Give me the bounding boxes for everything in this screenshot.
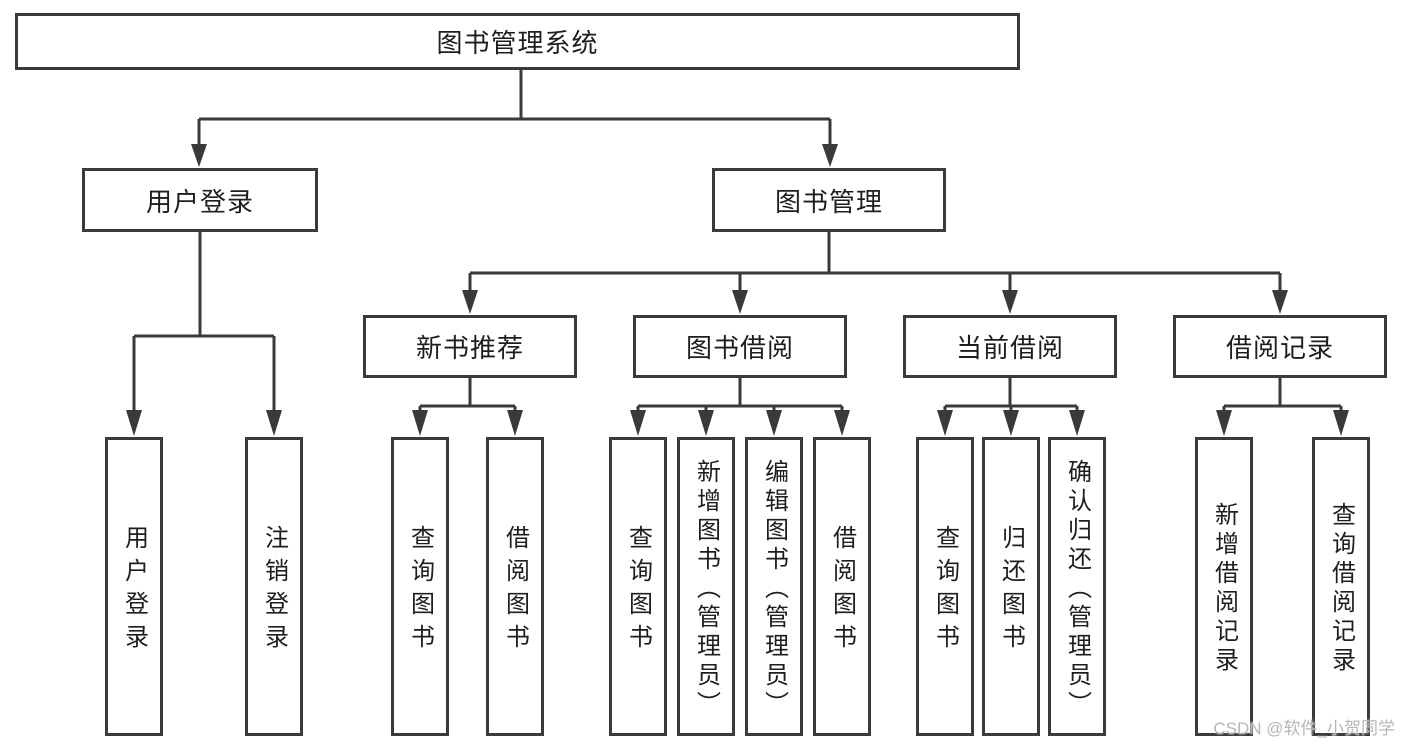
leaf-logout: 注销登录 — [245, 437, 303, 736]
leaf-borrow-add-books-admin-label: 新增图书（管理员） — [692, 458, 720, 720]
leaf-records-query-borrow-record-label: 查询借阅记录 — [1327, 502, 1355, 676]
leaf-current-confirm-return-admin: 确认归还（管理员） — [1048, 437, 1106, 736]
node-user-login-label: 用户登录 — [145, 186, 254, 217]
leaf-borrow-query-books: 查询图书 — [609, 437, 667, 736]
node-borrow-records-label: 借阅记录 — [1225, 333, 1334, 363]
leaf-recommend-query-books-label: 查询图书 — [406, 525, 434, 657]
node-user-login: 用户登录 — [82, 168, 318, 232]
node-borrow-records: 借阅记录 — [1173, 315, 1387, 378]
node-new-book-recommend: 新书推荐 — [363, 315, 577, 378]
node-current-borrow-label: 当前借阅 — [955, 333, 1064, 363]
node-new-book-recommend-label: 新书推荐 — [415, 333, 524, 363]
csdn-watermark: CSDN @软件_小贺同学 — [1213, 719, 1395, 738]
leaf-user-login-label: 用户登录 — [120, 525, 148, 657]
leaf-recommend-borrow-books: 借阅图书 — [486, 437, 544, 736]
node-root-library-system: 图书管理系统 — [15, 13, 1020, 70]
leaf-borrow-edit-books-admin: 编辑图书（管理员） — [745, 437, 803, 736]
node-book-management-label: 图书管理 — [774, 186, 883, 217]
leaf-current-return-books-label: 归还图书 — [997, 525, 1025, 657]
node-current-borrow: 当前借阅 — [903, 315, 1117, 378]
node-book-borrow-label: 图书借阅 — [685, 333, 794, 363]
node-book-management: 图书管理 — [712, 168, 946, 232]
leaf-current-return-books: 归还图书 — [982, 437, 1040, 736]
leaf-current-query-books-label: 查询图书 — [931, 525, 959, 657]
leaf-current-confirm-return-admin-label: 确认归还（管理员） — [1063, 458, 1091, 720]
leaf-borrow-edit-books-admin-label: 编辑图书（管理员） — [760, 458, 788, 720]
leaf-borrow-borrow-books-label: 借阅图书 — [828, 525, 856, 657]
leaf-recommend-query-books: 查询图书 — [391, 437, 449, 736]
node-root-label: 图书管理系统 — [436, 28, 599, 58]
leaf-records-add-borrow-record: 新增借阅记录 — [1195, 437, 1253, 736]
node-book-borrow: 图书借阅 — [633, 315, 847, 378]
leaf-borrow-query-books-label: 查询图书 — [624, 525, 652, 657]
leaf-records-add-borrow-record-label: 新增借阅记录 — [1210, 502, 1238, 676]
leaf-records-query-borrow-record: 查询借阅记录 — [1312, 437, 1370, 736]
leaf-borrow-add-books-admin: 新增图书（管理员） — [677, 437, 735, 736]
arrowheads — [126, 144, 1349, 436]
leaf-current-query-books: 查询图书 — [916, 437, 974, 736]
leaf-borrow-borrow-books: 借阅图书 — [813, 437, 871, 736]
leaf-logout-label: 注销登录 — [260, 525, 288, 657]
leaf-user-login: 用户登录 — [105, 437, 163, 736]
leaf-recommend-borrow-books-label: 借阅图书 — [501, 525, 529, 657]
